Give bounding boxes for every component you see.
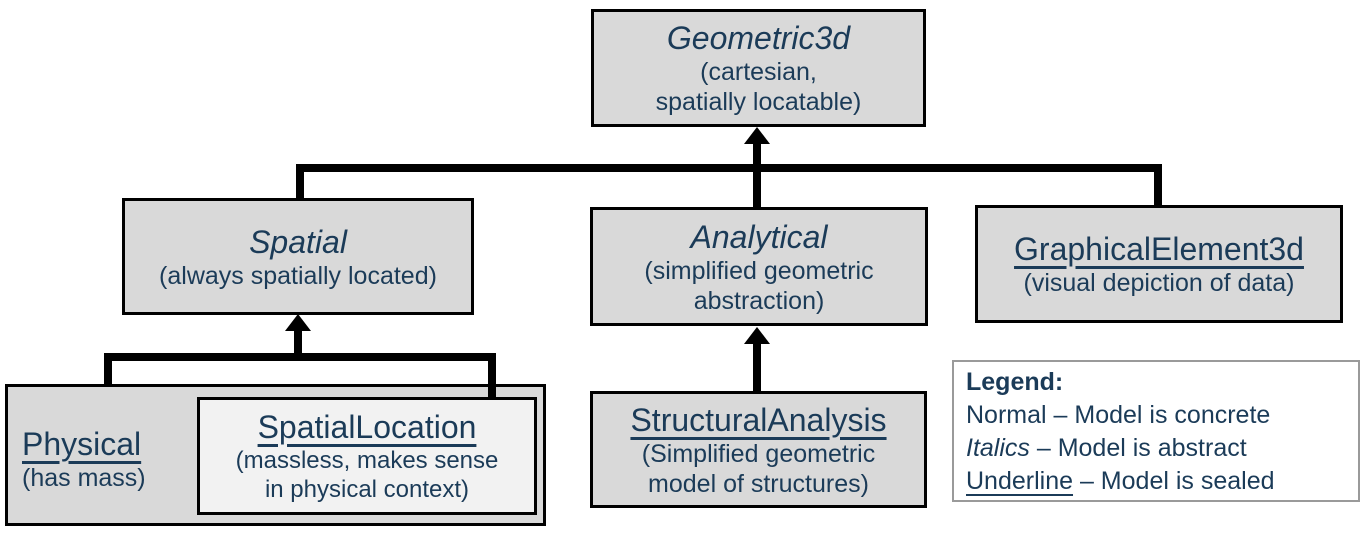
node-spatiallocation: SpatialLocation (massless, makes sense i… [197,397,537,515]
node-physical-text: Physical (has mass) [22,425,146,493]
node-geometric3d: Geometric3d (cartesian, spatially locata… [591,9,926,127]
node-structuralanalysis-title: StructuralAnalysis [630,401,887,438]
arrowhead-to-geometric3d [744,127,770,144]
connector-drop-to-spatial [296,170,304,200]
node-physical-subtitle: (has mass) [22,464,146,492]
connector-vertical-geometric3d-analytical [753,141,761,208]
connector-drop-to-graphicalelement3d [1154,170,1162,208]
node-spatiallocation-subtitle-line2: in physical context) [264,476,470,503]
node-geometric3d-subtitle-line1: (cartesian, [700,58,817,86]
node-graphicalelement3d-title: GraphicalElement3d [1014,231,1304,267]
node-graphicalelement3d: GraphicalElement3d (visual depiction of … [975,205,1343,323]
legend-heading: Legend: [966,368,1064,396]
node-structuralanalysis-subtitle-line1: (Simplified geometric [641,439,876,468]
node-analytical-subtitle-line1: (simplified geometric [644,256,874,285]
legend-entry-normal: Normal – Model is concrete [966,399,1358,432]
legend-desc-italics: – Model is abstract [1029,434,1247,462]
connector-bar-spatial-children [104,353,496,361]
node-spatial-subtitle: (always spatially located) [159,261,437,290]
connector-vertical-structuralanalysis [753,341,761,393]
connector-drop-to-spatiallocation [488,359,496,399]
node-spatial-title: Spatial [249,223,347,260]
node-graphicalelement3d-subtitle: (visual depiction of data) [1023,269,1295,297]
legend-box: Legend: Normal – Model is concrete Itali… [952,360,1360,502]
node-spatial: Spatial (always spatially located) [122,198,474,315]
legend-entry-underline: Underline – Model is sealed [966,465,1358,498]
node-physical-title: Physical [22,426,142,462]
connector-drop-to-physical [104,359,112,386]
connector-bar-geometric3d-children [296,164,1162,172]
node-geometric3d-title: Geometric3d [666,20,851,56]
node-analytical: Analytical (simplified geometric abstrac… [590,207,928,326]
legend-term-normal: Normal [966,401,1047,429]
node-analytical-subtitle-line2: abstraction) [693,286,825,315]
legend-term-italics: Italics [966,434,1030,462]
node-structuralanalysis-subtitle-line2: model of structures) [648,469,869,498]
arrowhead-to-analytical [744,327,770,344]
node-spatiallocation-title: SpatialLocation [257,409,477,445]
legend-desc-normal: – Model is concrete [1046,401,1271,429]
legend-desc-underline: – Model is sealed [1073,467,1275,495]
node-spatiallocation-subtitle-line1: (massless, makes sense [235,447,499,474]
node-analytical-title: Analytical [690,218,828,255]
legend-entry-italics: Italics – Model is abstract [966,432,1358,465]
node-structuralanalysis: StructuralAnalysis (Simplified geometric… [590,391,927,508]
legend-term-underline: Underline [966,467,1074,495]
arrowhead-to-spatial [285,314,311,331]
connector-vertical-spatial [294,328,302,355]
node-geometric3d-subtitle-line2: spatially locatable) [655,88,862,116]
